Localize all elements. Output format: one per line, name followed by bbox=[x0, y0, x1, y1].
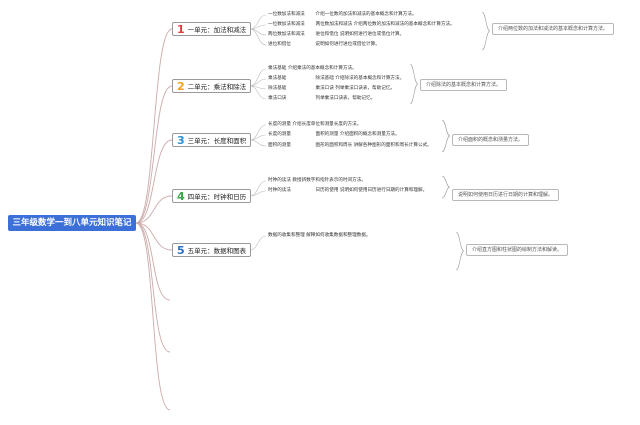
leaf-line bbox=[249, 14, 267, 30]
branch-line bbox=[135, 222, 171, 301]
unit-summary[interactable]: 介绍直方图和柱状图的绘制方法和解读。 bbox=[466, 244, 569, 256]
root-node[interactable]: 三年级数学一到八单元知识笔记 bbox=[8, 215, 136, 231]
summary-bracket bbox=[455, 231, 465, 271]
unit-number: 4 bbox=[177, 189, 185, 203]
unit-title: 五单元：数据和图表 bbox=[187, 247, 247, 255]
unit-title: 一单元：加法和减法 bbox=[187, 26, 247, 34]
summary-bracket bbox=[441, 175, 451, 199]
leaf-line bbox=[249, 24, 267, 30]
summary-bracket bbox=[409, 63, 419, 105]
leaf-item[interactable]: 乘法口诀 列举乘法口诀表，帮助记忆。 bbox=[268, 96, 376, 101]
summary-bracket bbox=[441, 119, 451, 153]
leaf-item[interactable]: 长度的测量 介绍长度单位和测量长度的方法。 bbox=[268, 122, 362, 127]
unit-summary[interactable]: 介绍面积的概念和测量方法。 bbox=[452, 134, 530, 146]
unit-title: 二单元：乘法和除法 bbox=[187, 83, 247, 91]
unit-node-2[interactable]: 2 二单元：乘法和除法 bbox=[172, 79, 252, 93]
leaf-item[interactable]: 除法基础 乘法口诀 列举乘法口诀表，帮助记忆。 bbox=[268, 86, 396, 91]
unit-number: 1 bbox=[177, 22, 185, 36]
leaf-line bbox=[249, 78, 267, 87]
leaf-line bbox=[249, 85, 267, 90]
leaf-item[interactable]: 时钟的读法 教授辨数字和指针表示的时间方法。 bbox=[268, 178, 366, 183]
leaf-line bbox=[249, 68, 267, 87]
leaf-item[interactable]: 乘法基础 除法基础 介绍除法的基本概念和计算方法。 bbox=[268, 76, 405, 81]
leaf-item[interactable]: 长度的测量 面积的测量 介绍面积的概念和测量方法。 bbox=[268, 132, 400, 137]
leaf-line bbox=[249, 28, 267, 46]
branch-line bbox=[135, 222, 171, 411]
branch-line bbox=[135, 222, 173, 251]
unit-node-5[interactable]: 5 五单元：数据和图表 bbox=[172, 243, 252, 257]
branch-line bbox=[135, 222, 171, 353]
unit-title: 四单元：时钟和日历 bbox=[187, 193, 247, 201]
unit-number: 2 bbox=[177, 79, 185, 93]
leaf-line bbox=[249, 139, 267, 147]
leaf-item[interactable]: 一位数加法和减法 介绍一位数的加法和减法的基本概念和计算方法。 bbox=[268, 12, 417, 17]
unit-summary[interactable]: 介绍两位数的加法和减法的基本概念和计算方法。 bbox=[492, 23, 615, 35]
unit-node-4[interactable]: 4 四单元：时钟和日历 bbox=[172, 189, 252, 203]
unit-number: 5 bbox=[177, 243, 185, 257]
leaf-item[interactable]: 进位和借位 说明如何进行进位或借位计算。 bbox=[268, 42, 380, 47]
leaf-item[interactable]: 数据的收集和整理 解释如何收集数据和整理数据。 bbox=[268, 233, 371, 238]
leaf-line bbox=[249, 190, 267, 197]
leaf-item[interactable]: 两位数加法和减法 进位和借位 说明如何进行进位或借位计算。 bbox=[268, 32, 405, 37]
unit-title: 三单元：长度和面积 bbox=[187, 137, 247, 145]
unit-number: 3 bbox=[177, 133, 185, 147]
leaf-line bbox=[249, 235, 267, 251]
leaf-item[interactable]: 一位数加法和减法 两位数加法和减法 介绍两位数的加法和减法的基本概念和计算方法。 bbox=[268, 22, 455, 27]
summary-bracket bbox=[481, 11, 491, 51]
leaf-line bbox=[249, 180, 267, 197]
branch-line bbox=[135, 139, 173, 224]
leaf-item[interactable]: 面积的测量 图形的面积和周长 讲解各种图形的面积和周长计算公式。 bbox=[268, 143, 432, 148]
unit-node-3[interactable]: 3 三单元：长度和面积 bbox=[172, 133, 252, 147]
unit-node-1[interactable]: 1 一单元：加法和减法 bbox=[172, 22, 252, 36]
leaf-line bbox=[249, 134, 267, 141]
leaf-line bbox=[249, 124, 267, 141]
branch-line bbox=[135, 28, 173, 224]
leaf-line bbox=[249, 28, 267, 36]
branch-line bbox=[135, 85, 173, 224]
leaf-item[interactable]: 乘法基础 介绍乘法的基本概念和计算方法。 bbox=[268, 66, 357, 71]
leaf-item[interactable]: 时钟的读法 日历的使用 说明如何使用日历进行日期的计算和理解。 bbox=[268, 188, 428, 193]
branch-line bbox=[135, 195, 173, 224]
unit-summary[interactable]: 介绍除法的基本概念和计算方法。 bbox=[420, 79, 508, 91]
leaf-line bbox=[249, 85, 267, 100]
unit-summary[interactable]: 说明如何使用日历进行日期的计算和理解。 bbox=[452, 189, 560, 201]
